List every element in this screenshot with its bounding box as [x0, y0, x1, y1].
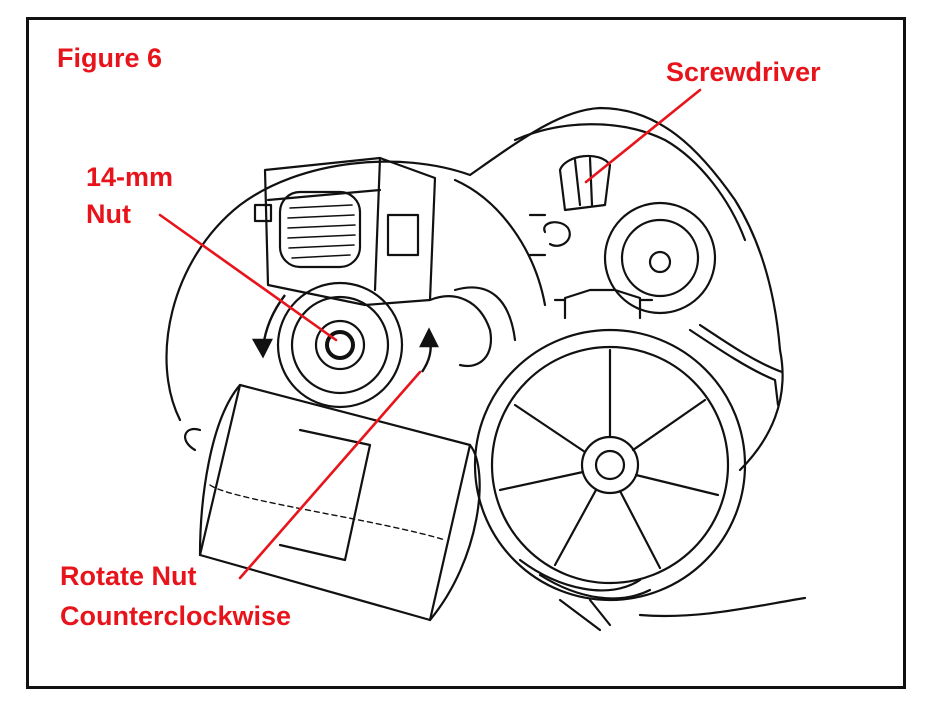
leader-nut: [158, 213, 338, 342]
pump-wheel: [473, 288, 747, 602]
rotation-arrows: [251, 294, 439, 373]
callout-screwdriver: Screwdriver: [666, 57, 821, 87]
wiring: [428, 286, 807, 632]
figure-title: Figure 6: [57, 43, 163, 73]
nut-pulley: [276, 281, 404, 409]
drive-box: [253, 156, 437, 307]
leader-screwdriver: [584, 88, 702, 184]
vent-grille: [287, 204, 356, 259]
callout-rotate-nut: Rotate Nut: [60, 561, 197, 591]
housing-inner-arc: [453, 178, 547, 307]
leader-rotate: [238, 370, 422, 580]
callout-counterclockwise: Counterclockwise: [60, 601, 292, 631]
screwdriver-tip: [528, 154, 612, 257]
motor-body: [184, 383, 481, 622]
idler-pulley: [603, 201, 717, 315]
housing-outline: [165, 106, 784, 472]
upper-arc: [513, 123, 747, 242]
leader-lines: [158, 88, 702, 580]
figure-frame: [26, 17, 906, 689]
callout-nut: Nut: [86, 199, 131, 229]
callout-nut-size: 14-mm: [86, 162, 174, 192]
